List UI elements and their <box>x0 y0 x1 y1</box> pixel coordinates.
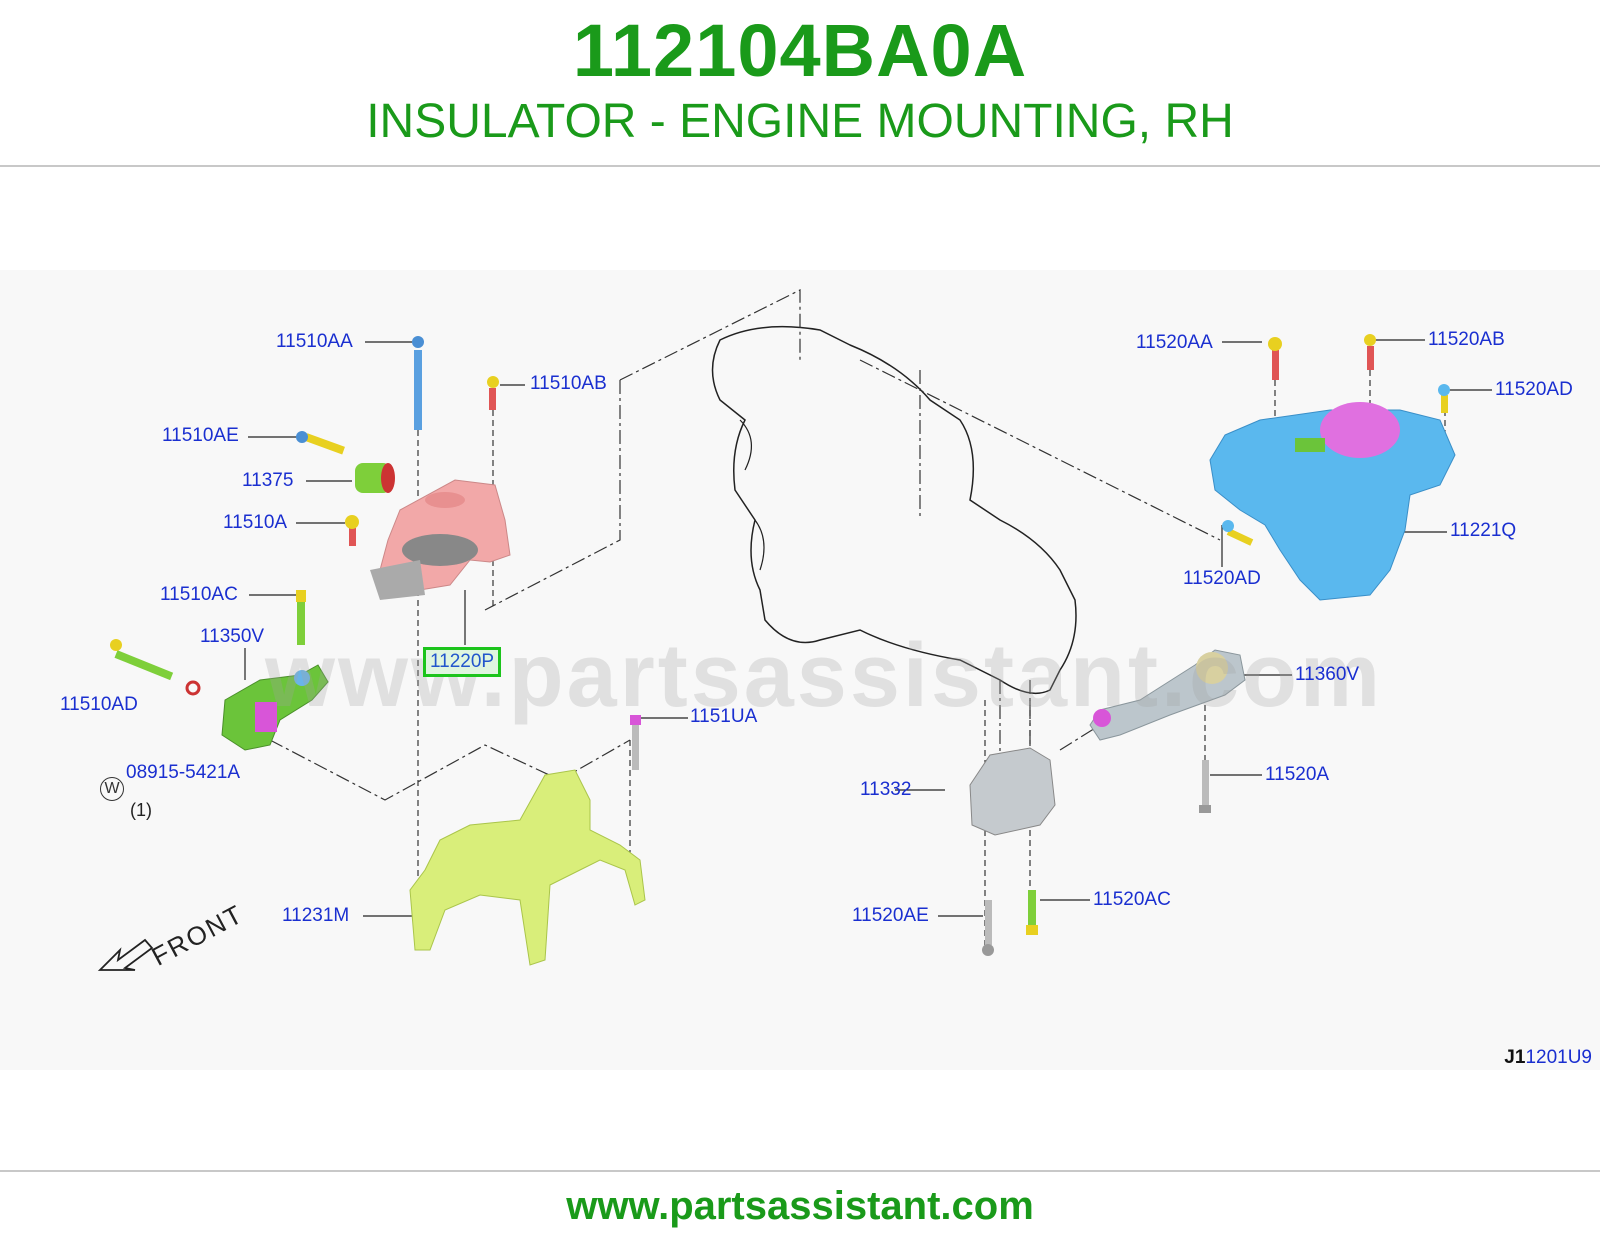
part-label-11510AE[interactable]: 11510AE <box>162 425 239 446</box>
header-divider <box>0 165 1600 167</box>
part-label-1151UA[interactable]: 1151UA <box>690 706 758 727</box>
bolt-11520AE <box>985 900 992 945</box>
part-label-11220P-selected[interactable]: 11220P <box>423 647 502 677</box>
bolt-11510AD <box>114 650 174 681</box>
parts-diagram <box>0 270 1600 1070</box>
part-number-title: 112104BA0A <box>572 9 1028 92</box>
part-label-11350V[interactable]: 11350V <box>200 626 265 647</box>
bolt-11510A <box>349 528 356 546</box>
bolt-11520AD-bottom <box>1226 528 1254 546</box>
part-label-11510AA[interactable]: 11510AA <box>276 331 353 352</box>
diagram-code-prefix: J1 <box>1504 1047 1526 1068</box>
diagram-drawing <box>97 289 1492 971</box>
washer-symbol: W <box>100 777 124 801</box>
bracket-11221Q <box>1209 409 1456 601</box>
part-label-11520AC[interactable]: 11520AC <box>1093 889 1171 910</box>
bracket-11332 <box>969 747 1056 836</box>
bolt-11520AD-top <box>1441 395 1448 413</box>
bolt-11520A <box>1202 760 1209 805</box>
part-label-08915-5421A[interactable]: 08915-5421A <box>126 762 241 783</box>
washer-quantity: (1) <box>130 800 152 820</box>
bolt-1151UA <box>632 725 639 770</box>
bolt-11510AB <box>489 388 496 410</box>
engine-outline <box>711 325 1077 695</box>
part-label-11510A[interactable]: 11510A <box>223 512 288 533</box>
part-label-11510AD[interactable]: 11510AD <box>60 694 138 715</box>
bolt-11520AC <box>1028 890 1036 930</box>
bolt-11510AC <box>297 600 305 645</box>
part-label-11520AA[interactable]: 11520AA <box>1136 332 1213 353</box>
washer-08915 <box>185 680 201 696</box>
bolt-11520AB <box>1367 346 1374 370</box>
part-label-11332[interactable]: 11332 <box>860 779 912 800</box>
part-label-11520AB[interactable]: 11520AB <box>1428 329 1505 350</box>
part-label-11221Q[interactable]: 11221Q <box>1450 520 1517 541</box>
part-label-11520AD-top[interactable]: 11520AD <box>1495 379 1573 400</box>
part-label-11520AD-bottom[interactable]: 11520AD <box>1183 568 1261 589</box>
diagram-code: J11201U9 <box>1504 1047 1592 1069</box>
part-label-11520A[interactable]: 11520A <box>1265 764 1330 785</box>
front-arrow-icon <box>97 938 154 971</box>
bolt-11510AA <box>414 350 422 430</box>
bolt-11520AA <box>1272 350 1279 380</box>
footer-url-link[interactable]: www.partsassistant.com <box>566 1184 1034 1228</box>
part-label-11360V[interactable]: 11360V <box>1295 664 1360 685</box>
footer-divider <box>0 1170 1600 1172</box>
part-label-11231M[interactable]: 11231M <box>282 905 350 926</box>
page-header: 112104BA0A INSULATOR - ENGINE MOUNTING, … <box>0 0 1600 170</box>
bolt-11510AE <box>304 433 345 455</box>
part-label-11375[interactable]: 11375 <box>242 470 294 491</box>
part-label-11520AE[interactable]: 11520AE <box>852 905 929 926</box>
bracket-11231M <box>409 769 646 966</box>
part-label-11510AB[interactable]: 11510AB <box>530 373 607 394</box>
part-name-subtitle: INSULATOR - ENGINE MOUNTING, RH <box>366 95 1234 148</box>
diagram-code-suffix: 1201U9 <box>1525 1047 1592 1068</box>
part-label-11510AC[interactable]: 11510AC <box>160 584 238 605</box>
